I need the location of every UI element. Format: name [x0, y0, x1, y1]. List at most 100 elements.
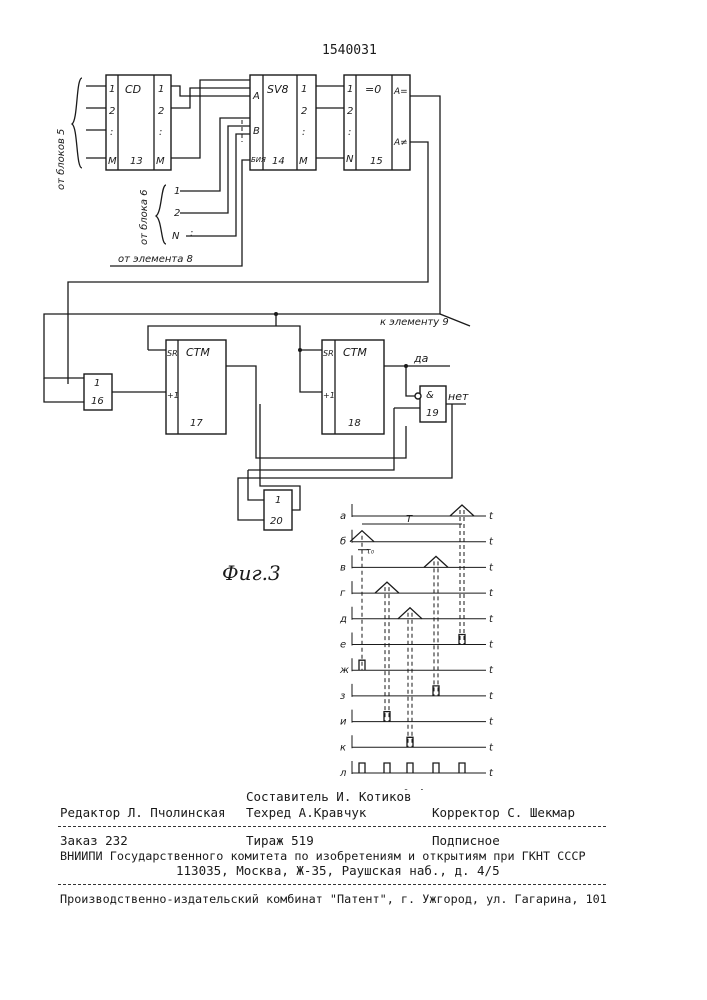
- timing-row-label: а: [340, 511, 346, 522]
- out-yes-label: да: [413, 352, 429, 365]
- publisher: Производственно-издательский комбинат "П…: [60, 892, 607, 906]
- time-axis-label: t: [489, 614, 494, 625]
- composer: Составитель И. Котиков: [246, 790, 412, 804]
- period-label: T: [406, 514, 413, 525]
- cmp-number: 15: [370, 156, 383, 167]
- svg-text:CTM: CTM: [343, 346, 367, 359]
- subscription: Подписное: [432, 834, 500, 848]
- time-axis-label: t: [489, 562, 494, 573]
- cd-number: 13: [130, 156, 143, 167]
- svg-text:M: M: [108, 156, 117, 167]
- timing-rect-pulse: [433, 763, 439, 773]
- svg-text:2: 2: [174, 208, 180, 219]
- svg-text:1: 1: [94, 378, 100, 389]
- rule-2: [58, 884, 606, 885]
- svg-text:19: 19: [426, 408, 439, 419]
- circulation: Тираж 519: [246, 834, 314, 848]
- sv-title: SV8: [267, 83, 289, 96]
- svg-text:B: B: [253, 126, 260, 137]
- svg-text:16: 16: [91, 396, 104, 407]
- fig3-caption: Фиг.3: [222, 561, 281, 585]
- timing-triangle-pulse: [375, 582, 399, 593]
- timing-row-label: г: [340, 588, 346, 599]
- out-no-label: нет: [448, 390, 469, 403]
- timing-row-label: з: [340, 691, 345, 702]
- svg-text:2: 2: [301, 106, 307, 117]
- svg-text:SR: SR: [167, 349, 178, 358]
- timing-triangle-pulse: [450, 505, 474, 516]
- svg-text:1: 1: [275, 495, 281, 506]
- block-or-16: 1 16: [84, 374, 112, 410]
- sv-number: 14: [272, 156, 285, 167]
- svg-text:M: M: [156, 156, 165, 167]
- svg-text::: :: [348, 127, 351, 138]
- block-sv8-14: SV8 14 A B БИЯ 1 2 : M: [250, 75, 316, 170]
- from-element8-label: от элемента 8: [118, 254, 193, 265]
- svg-text:N: N: [172, 231, 180, 242]
- timing-row-label: ж: [339, 665, 349, 676]
- svg-text:1: 1: [301, 84, 307, 95]
- svg-text:2: 2: [347, 106, 353, 117]
- time-axis-label: t: [489, 665, 494, 676]
- block-ctm-17: CTM SR +1 17: [166, 340, 226, 434]
- svg-text:20: 20: [270, 516, 283, 527]
- corrector: Корректор С. Шекмар: [432, 806, 575, 820]
- to-element9-label: к элементу 9: [380, 317, 449, 328]
- svg-text:18: 18: [348, 418, 361, 429]
- time-axis-label: t: [489, 717, 494, 728]
- svg-text:M: M: [299, 156, 308, 167]
- svg-text:2: 2: [158, 106, 164, 117]
- timing-rect-pulse: [459, 763, 465, 773]
- svg-text:SR: SR: [323, 349, 334, 358]
- editor: Редактор Л. Пчолинская: [60, 806, 226, 820]
- svg-text:CTM: CTM: [186, 346, 210, 359]
- svg-text:1: 1: [347, 84, 353, 95]
- time-axis-label: t: [489, 640, 494, 651]
- timing-row-label: и: [340, 717, 347, 728]
- svg-text:N: N: [346, 154, 354, 165]
- org-line: ВНИИПИ Государственного комитета по изоб…: [60, 849, 586, 863]
- time-axis-label: t: [489, 588, 494, 599]
- svg-text:17: 17: [190, 418, 203, 429]
- cd-title: CD: [125, 83, 141, 96]
- cmp-title: =0: [365, 83, 381, 96]
- timing-row-label: е: [340, 640, 346, 651]
- brace-block6: [156, 185, 166, 244]
- svg-text::: :: [110, 127, 113, 138]
- rule-1: [58, 826, 606, 827]
- timing-triangle-pulse: [424, 556, 448, 567]
- svg-text::: :: [159, 127, 162, 138]
- time-axis-label: t: [489, 511, 494, 522]
- svg-text:1: 1: [109, 84, 115, 95]
- circuit-diagram: CD 13 1 2 : M 1 2 : M SV8 14 A B БИЯ 1 2…: [0, 0, 707, 790]
- block-or-20: 1 20: [264, 490, 292, 530]
- time-axis-label: t: [489, 537, 494, 548]
- svg-text:A=: A=: [393, 87, 408, 97]
- svg-text:&: &: [426, 390, 434, 401]
- svg-text:A≠: A≠: [393, 138, 408, 148]
- block-cmp-15: =0 15 1 2 : N A= A≠: [344, 75, 410, 170]
- svg-text:1: 1: [158, 84, 164, 95]
- time-axis-label: t: [489, 742, 494, 753]
- techred: Техред А.Кравчук: [246, 806, 366, 820]
- tau-label: τ₀: [366, 547, 375, 556]
- block-cd-13: CD 13 1 2 : M 1 2 : M: [106, 75, 171, 170]
- time-axis-label: t: [489, 691, 494, 702]
- svg-text:2: 2: [109, 106, 115, 117]
- address: 113035, Москва, Ж-35, Раушская наб., д. …: [176, 864, 500, 878]
- timing-rect-pulse: [384, 763, 390, 773]
- timing-row-label: л: [339, 768, 347, 779]
- timing-diagram: аtбtвtгtдtеtжtзtиtкtлtTτ₀Фиг4: [339, 504, 494, 790]
- brace-block5: [72, 78, 82, 168]
- from-block6-label: от блока 6: [138, 189, 150, 245]
- order: Заказ 232: [60, 834, 128, 848]
- timing-row-label: к: [340, 742, 346, 753]
- svg-text:+1: +1: [167, 391, 179, 400]
- block-ctm-18: CTM SR +1 18: [322, 340, 384, 434]
- block-and-19: & 19: [420, 386, 446, 422]
- timing-triangle-pulse: [398, 608, 422, 619]
- svg-text:БИЯ: БИЯ: [251, 156, 266, 164]
- timing-row-label: д: [339, 614, 347, 625]
- svg-text:A: A: [252, 91, 260, 102]
- svg-text::: :: [190, 228, 193, 239]
